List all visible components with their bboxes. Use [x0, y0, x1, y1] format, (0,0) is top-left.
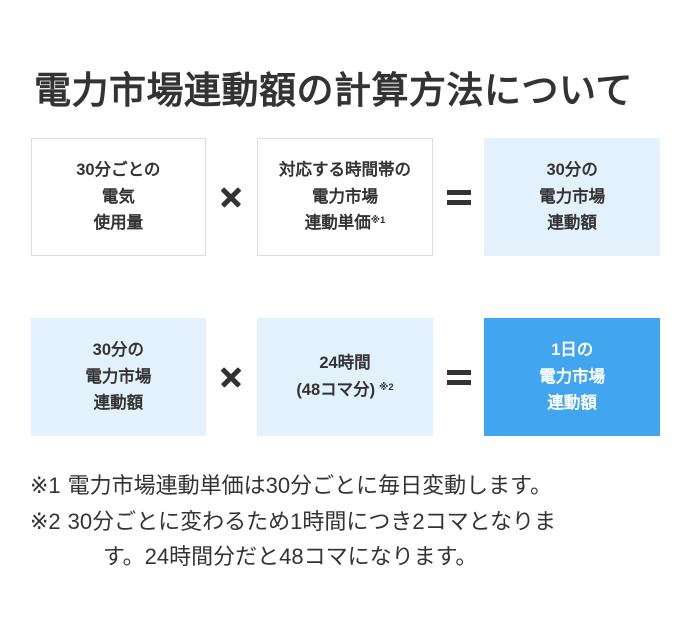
footnote-marker-1: ※1	[370, 215, 386, 227]
footnote-2-mark: ※2	[30, 508, 61, 534]
operator-equals-row1	[433, 189, 484, 205]
footnote-1-mark: ※1	[30, 473, 61, 498]
box-line: 30分ごとの	[76, 160, 161, 179]
box-line: 連動額	[547, 214, 597, 233]
formula-box-unit-price: 対応する時間帯の 電力市場 連動単価※1	[256, 138, 434, 256]
multiply-icon	[219, 365, 243, 389]
equals-icon	[446, 189, 471, 205]
box-line: 電力市場	[539, 367, 606, 386]
equals-icon	[446, 369, 471, 385]
box-line: 30分の	[92, 340, 145, 359]
box-line: 1日の	[551, 340, 594, 359]
box-line: 30分の	[546, 160, 598, 179]
footnote-2: ※2 30分ごとに変わるため1時間につき2コマとなります。24時間分だと48コマ…	[30, 504, 670, 575]
footnotes: ※1 電力市場連動単価は30分ごとに毎日変動します。 ※2 30分ごとに変わるた…	[30, 468, 670, 575]
box-line-with-footnote: 連動単価※1	[305, 210, 386, 237]
box-line: 電力市場	[85, 367, 152, 386]
footnote-marker-2: ※2	[379, 382, 394, 393]
box-line-text: (48コマ分)	[296, 381, 376, 399]
formula-box-30min-amount: 30分の 電力市場 連動額	[31, 318, 206, 436]
box-line: 24時間	[319, 354, 371, 373]
box-line: 電気	[101, 187, 135, 206]
page-title: 電力市場連動額の計算方法について	[34, 69, 633, 111]
formula-box-30min-amount-result: 30分の 電力市場 連動額	[484, 138, 660, 256]
box-line: 電力市場	[312, 187, 378, 206]
operator-equals-row2	[433, 369, 484, 385]
formula-row-1: 30分ごとの 電気 使用量 対応する時間帯の 電力市場 連動単価※1 30分の …	[31, 138, 660, 256]
footnote-1: ※1 電力市場連動単価は30分ごとに毎日変動します。	[30, 468, 670, 504]
box-line: 電力市場	[539, 187, 606, 206]
footnote-1-text: 電力市場連動単価は30分ごとに毎日変動します。	[67, 473, 552, 498]
box-line-text: 連動単価	[304, 214, 371, 233]
footnote-2-line1: 30分ごとに変わるため1時間につき2コマとなりま	[67, 508, 556, 534]
operator-multiply-row1	[206, 185, 257, 209]
footnote-2-text: 30分ごとに変わるため1時間につき2コマとなります。24時間分だと48コマになり…	[68, 504, 670, 575]
box-line: 対応する時間帯の	[279, 160, 411, 179]
formula-box-24hours: 24時間 (48コマ分)※2	[256, 318, 434, 436]
box-line: 連動額	[547, 394, 597, 413]
box-line-with-footnote: (48コマ分)※2	[296, 377, 393, 404]
box-line: 使用量	[93, 214, 144, 233]
operator-multiply-row2	[206, 365, 257, 389]
box-line: 連動額	[93, 394, 144, 413]
formula-row-2: 30分の 電力市場 連動額 24時間 (48コマ分)※2 1日の 電力市場 連動…	[31, 318, 660, 436]
formula-box-daily-amount-result: 1日の 電力市場 連動額	[484, 318, 660, 436]
footnote-2-line2: す。24時間分だと48コマになります。	[102, 544, 478, 570]
formula-box-usage: 30分ごとの 電気 使用量	[31, 138, 206, 256]
multiply-icon	[219, 185, 243, 209]
